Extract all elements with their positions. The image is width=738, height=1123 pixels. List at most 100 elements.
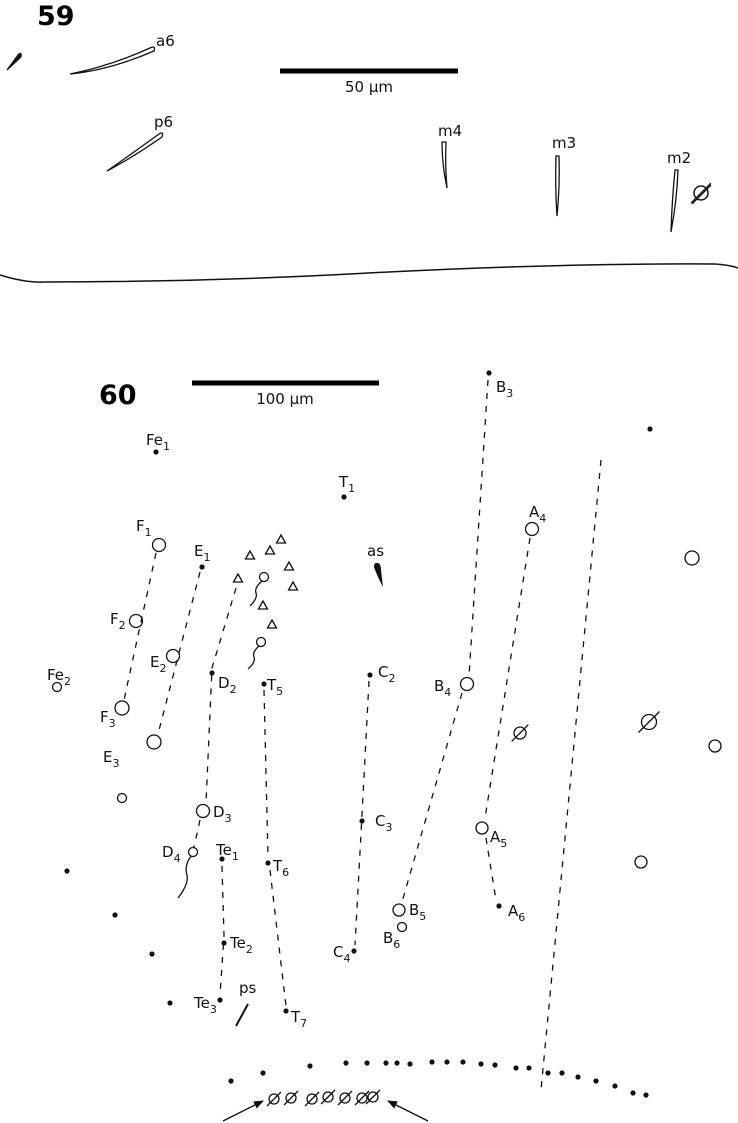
chaeta-label-C4: C4: [333, 943, 350, 965]
open-circle-icon: [392, 903, 406, 917]
chaeta-label-T7: T7: [290, 1008, 307, 1030]
dot-icon: [643, 1092, 649, 1098]
open-circle-icon: [195, 803, 211, 819]
bothriotrichum-icon: [247, 636, 267, 670]
dashed-line: [219, 865, 225, 996]
dashed-line: [540, 459, 602, 1091]
chaeta-label-T6: T6: [272, 857, 289, 879]
open-circle-icon: [684, 550, 700, 566]
dot-icon: [364, 1060, 370, 1066]
triangle-icon: [275, 533, 287, 544]
open-circle-icon: [396, 921, 408, 933]
crossed-circle-icon: [690, 182, 712, 204]
chaeta-label-F1: F1: [136, 517, 152, 539]
triangle-icon: [266, 618, 278, 629]
chaeta-label-T1: T1: [338, 473, 355, 495]
dot-icon: [217, 997, 223, 1003]
chaeta-label-D4: D4: [162, 843, 181, 865]
open-circle-icon: [524, 521, 540, 537]
seta-label-m3: m3: [552, 134, 576, 152]
triangle-icon: [244, 549, 256, 560]
scale-bar-60-label: 100 µm: [256, 390, 314, 408]
triangle-sensilla-group: [232, 533, 299, 629]
dot-icon: [630, 1090, 636, 1096]
chaeta-label-F3: F3: [100, 708, 116, 730]
seta-m4-icon: [441, 141, 448, 189]
dashed-line: [485, 837, 497, 901]
chaeta-label-as: as: [367, 542, 384, 560]
dot-icon: [367, 672, 373, 678]
triangle-icon: [264, 544, 276, 555]
seta-label-m4: m4: [438, 122, 462, 140]
dot-icon: [647, 426, 653, 432]
dot-icon: [478, 1061, 484, 1067]
arrow-icon: [222, 1100, 264, 1122]
bothriotrichum-icon: [249, 571, 270, 607]
chaeta-label-ps: ps: [239, 979, 257, 997]
open-circle-icon: [634, 855, 648, 869]
figure-number-60: 60: [99, 380, 137, 411]
dashed-line: [468, 379, 489, 677]
dot-icon: [307, 1063, 313, 1069]
crossed-circle-icon: [365, 1089, 381, 1105]
dot-icon: [167, 1000, 173, 1006]
dot-icon: [112, 912, 118, 918]
dot-icon: [221, 940, 227, 946]
chaeta-label-T5: T5: [266, 676, 283, 698]
crossed-circle-icon: [304, 1091, 320, 1107]
dot-icon: [513, 1065, 519, 1071]
dot-icon: [265, 860, 271, 866]
dark-seta-icon: [6, 52, 22, 71]
dot-icon: [526, 1065, 532, 1071]
crossed-circle-icon: [320, 1089, 336, 1105]
crossed-circle-icon: [511, 724, 529, 742]
chaeta-label-Te2: Te2: [229, 934, 253, 956]
scale-bar-59-label: 50 µm: [345, 78, 393, 96]
chaeta-label-Fe2: Fe2: [47, 666, 71, 688]
dot-icon: [559, 1070, 565, 1076]
dot-icon: [343, 1060, 349, 1066]
dashed-line: [484, 537, 531, 819]
open-circle-icon: [128, 613, 144, 629]
arrow-group: [222, 1100, 429, 1122]
dot-icon: [575, 1074, 581, 1080]
dashed-line: [193, 819, 201, 848]
open-circle-icon: [708, 739, 722, 753]
arrow-icon: [387, 1100, 429, 1122]
dot-icon: [228, 1078, 234, 1084]
seta-a6-icon: [69, 46, 156, 75]
triangle-icon: [257, 599, 269, 610]
seta-label-m2: m2: [667, 149, 691, 167]
chaeta-label-E3: E3: [103, 748, 119, 770]
chaeta-label-B6: B6: [383, 929, 400, 951]
dashed-line: [401, 692, 463, 903]
chaeta-label-B5: B5: [409, 901, 426, 923]
seta-label-p6: p6: [154, 113, 173, 131]
chaeta-label-Te3: Te3: [193, 994, 217, 1016]
dot-icon: [545, 1070, 551, 1076]
dot-icon: [492, 1062, 498, 1068]
crossed-circle-icon: [283, 1090, 299, 1106]
chaeta-label-Fe1: Fe1: [146, 431, 170, 453]
chaeta-label-Te1: Te1: [215, 841, 239, 863]
open-circle-icon: [165, 648, 181, 664]
triangle-icon: [283, 560, 295, 571]
seta-p6-icon: [106, 132, 164, 172]
dot-icon: [383, 1060, 389, 1066]
crossed-circle-group: [266, 182, 712, 1107]
dot-icon: [64, 868, 70, 874]
dot-icon: [209, 670, 215, 676]
dot-icon: [261, 681, 267, 687]
dot-icon: [351, 948, 357, 954]
chaeta-label-E1: E1: [194, 542, 210, 564]
open-circle-icon: [151, 537, 167, 553]
chaeta-label-A6: A6: [508, 902, 525, 924]
chaeta-label-B4: B4: [434, 677, 451, 699]
dashed-line: [263, 689, 269, 858]
dot-icon: [199, 564, 205, 570]
dashed-line: [205, 587, 237, 804]
dot-icon: [341, 494, 347, 500]
figure-59: 59 a6 p6 m4 m3 m2 50 µm: [0, 1, 738, 283]
dashed-line: [354, 680, 370, 946]
dot-icon: [394, 1060, 400, 1066]
